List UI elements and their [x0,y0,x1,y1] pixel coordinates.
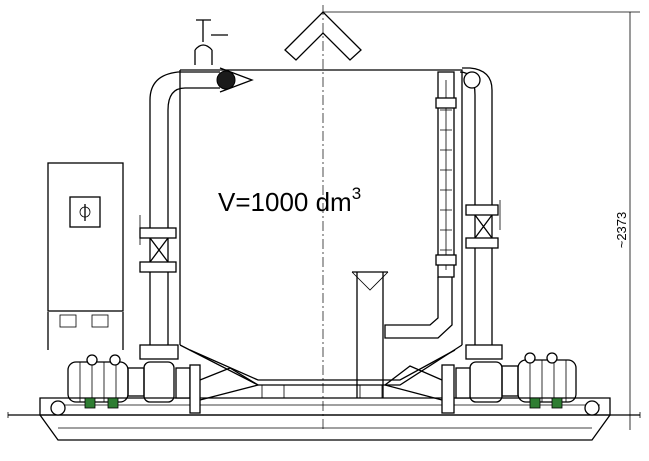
right-pipe [459,67,503,360]
left-pump-motor [67,354,260,414]
control-cabinet [47,162,124,350]
height-dimension-text: ~2373 [614,211,629,249]
base-frame [7,397,641,441]
left-pipe [139,19,254,360]
right-pump-motor [383,352,577,414]
level-gauge [384,71,457,339]
volume-text: V=1000 dm [218,187,352,217]
volume-exponent: 3 [351,184,362,203]
tank [179,11,640,399]
tank-volume-label: V=1000 dm3 [218,184,361,218]
